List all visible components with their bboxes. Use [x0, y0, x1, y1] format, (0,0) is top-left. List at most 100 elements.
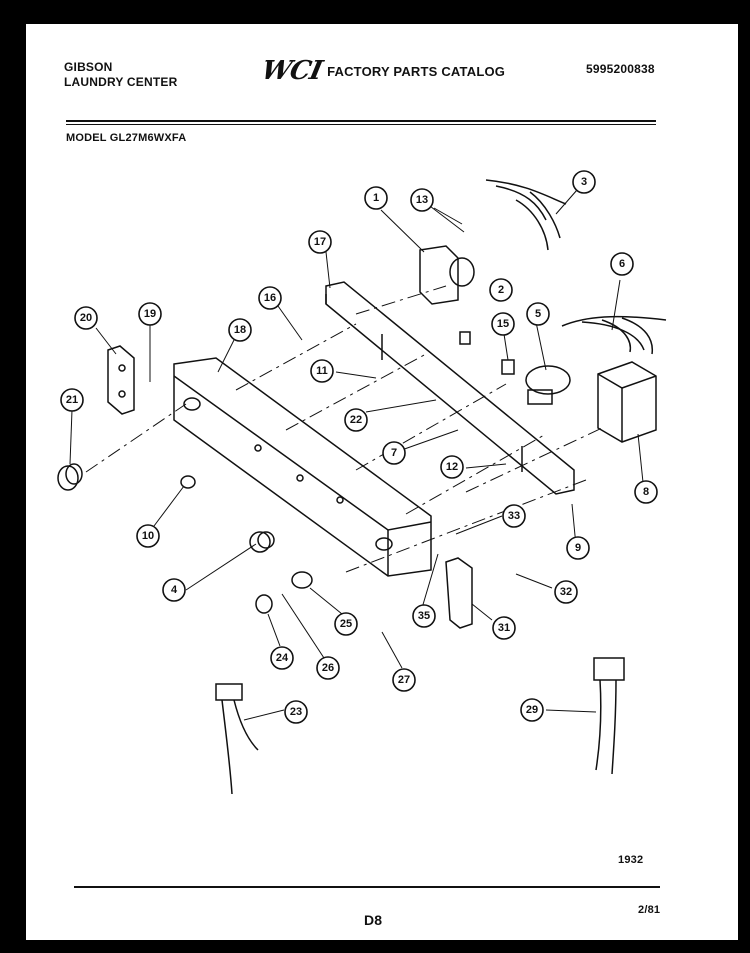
alignment-line — [85, 403, 187, 473]
mounting-bracket-part — [445, 557, 473, 629]
callout-label: 8 — [643, 486, 649, 498]
callout-1: 1 — [364, 186, 388, 210]
spacer-part — [459, 331, 471, 345]
callout-19: 19 — [138, 302, 162, 326]
callout-32: 32 — [554, 580, 578, 604]
callout-22: 22 — [344, 408, 368, 432]
callout-label: 3 — [581, 176, 587, 188]
brand-block: GIBSON LAUNDRY CENTER — [64, 60, 177, 90]
callout-label: 25 — [340, 618, 352, 630]
model-number: MODEL GL27M6WXFA — [66, 132, 187, 144]
control-panel-part — [173, 357, 432, 577]
page-label: D8 — [364, 912, 383, 928]
callout-label: 24 — [276, 652, 289, 664]
catalog-part-number: 5995200838 — [586, 62, 655, 76]
motor-part — [525, 365, 571, 405]
callout-label: 12 — [446, 461, 458, 473]
drawing-number: 1932 — [618, 854, 644, 866]
callout-10: 10 — [136, 524, 160, 548]
callout-8: 8 — [634, 480, 658, 504]
callout-25: 25 — [334, 612, 358, 636]
button-part — [180, 475, 196, 489]
callout-label: 32 — [560, 586, 572, 598]
knob-part-24 — [255, 594, 273, 614]
catalog-title: FACTORY PARTS CATALOG — [327, 63, 506, 79]
callout-label: 13 — [416, 194, 428, 206]
alignment-line — [355, 383, 507, 471]
washer-part — [291, 571, 313, 589]
wire-harness-part-29 — [593, 657, 625, 775]
knob-part-4 — [249, 531, 275, 553]
callout-label: 18 — [234, 324, 246, 336]
callout-label: 11 — [316, 365, 328, 377]
callout-label: 19 — [144, 308, 156, 320]
wire-harness-part — [485, 179, 567, 251]
callout-7: 7 — [382, 441, 406, 465]
callout-23: 23 — [284, 700, 308, 724]
brand-line-1: GIBSON — [64, 60, 113, 74]
rear-bracket-part — [325, 281, 575, 495]
lamp-holder-part — [107, 345, 135, 415]
callout-label: 17 — [314, 236, 326, 248]
callout-31: 31 — [492, 616, 516, 640]
callout-2: 2 — [489, 278, 513, 302]
catalog-heading: WCI FACTORY PARTS CATALOG — [259, 56, 506, 86]
callout-27: 27 — [392, 668, 416, 692]
callout-label: 21 — [66, 394, 78, 406]
wire-harness-part-6 — [561, 315, 667, 355]
wire-harness-part-23 — [215, 683, 259, 795]
callout-label: 5 — [535, 308, 541, 320]
callout-label: 4 — [171, 584, 178, 596]
callout-20: 20 — [74, 306, 98, 330]
callout-label: 23 — [290, 706, 302, 718]
callout-label: 2 — [498, 284, 504, 296]
alignment-line — [355, 285, 447, 315]
footer-rule — [74, 886, 660, 888]
callout-18: 18 — [228, 318, 252, 342]
callout-16: 16 — [258, 286, 282, 310]
callout-35: 35 — [412, 604, 436, 628]
callout-label: 6 — [619, 258, 625, 270]
alignment-line — [345, 479, 587, 573]
callout-label: 16 — [264, 292, 276, 304]
callout-26: 26 — [316, 656, 340, 680]
callout-label: 27 — [398, 674, 410, 686]
alignment-line — [405, 433, 547, 515]
callout-13: 13 — [410, 188, 434, 212]
callout-label: 31 — [498, 622, 510, 634]
callout-label: 15 — [497, 318, 509, 330]
brand-line-2: LAUNDRY CENTER — [64, 75, 178, 89]
callout-21: 21 — [60, 388, 84, 412]
callout-label: 26 — [322, 662, 334, 674]
timer-part — [419, 245, 475, 305]
header-rule-top — [66, 120, 656, 122]
catalog-sheet: GIBSON LAUNDRY CENTER WCI FACTORY PARTS … — [26, 24, 738, 940]
callout-33: 33 — [502, 504, 526, 528]
callout-label: 29 — [526, 704, 538, 716]
callout-label: 10 — [142, 530, 154, 542]
callout-label: 33 — [508, 510, 520, 522]
callout-24: 24 — [270, 646, 294, 670]
alignment-line — [465, 427, 603, 493]
callout-9: 9 — [566, 536, 590, 560]
callout-6: 6 — [610, 252, 634, 276]
callout-label: 1 — [373, 192, 379, 204]
alignment-line — [235, 323, 357, 391]
switch-part — [501, 359, 515, 375]
callout-12: 12 — [440, 455, 464, 479]
callout-label: 7 — [391, 447, 397, 459]
exploded-parts-diagram: 1 2 3 4 5 6 7 8 9 10 11 12 13 15 16 17 1… — [57, 170, 667, 795]
callout-11: 11 — [310, 359, 334, 383]
callout-17: 17 — [308, 230, 332, 254]
revision-date: 2/81 — [638, 904, 661, 916]
callout-label: 9 — [575, 542, 581, 554]
knob-part — [57, 463, 83, 491]
callout-3: 3 — [572, 170, 596, 194]
leader-lines — [69, 181, 645, 721]
callout-label: 20 — [80, 312, 92, 324]
callout-5: 5 — [526, 302, 550, 326]
callout-29: 29 — [520, 698, 544, 722]
callout-label: 35 — [418, 610, 430, 622]
callout-label: 22 — [350, 414, 362, 426]
header-rule-bottom — [66, 124, 656, 125]
